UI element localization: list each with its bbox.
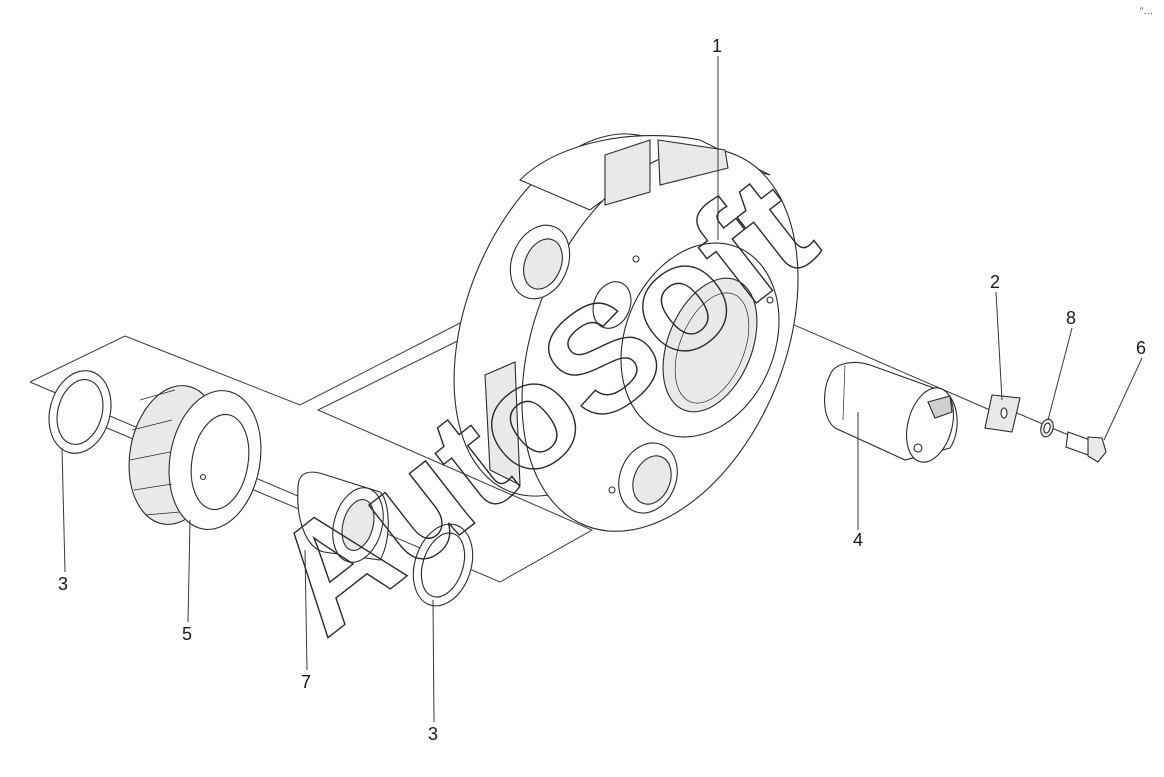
part-3-bottom-washer <box>412 523 474 607</box>
callout-leaders <box>61 56 1143 723</box>
part-4-planet-pin <box>824 361 958 463</box>
part-5-planet-gear <box>128 385 262 530</box>
callout-3-bottom: 3 <box>428 724 438 744</box>
part-1-planet-carrier <box>453 133 799 532</box>
part-6-bolt <box>1065 431 1107 463</box>
callout-5: 5 <box>182 624 192 644</box>
callout-2: 2 <box>990 272 1000 292</box>
callout-8: 8 <box>1066 308 1076 328</box>
part-7-bushing <box>297 471 389 563</box>
callout-3-left: 3 <box>58 574 68 594</box>
part-8-small-washer <box>1040 418 1054 438</box>
callout-labels: 1 2 8 6 4 3 5 7 3 <box>58 36 1146 744</box>
corner-mark: “… <box>1140 6 1153 17</box>
part-3-left-washer <box>48 370 112 454</box>
callout-4: 4 <box>853 530 863 550</box>
part-2-lock-plate <box>984 394 1021 433</box>
callout-7: 7 <box>301 672 311 692</box>
callout-1: 1 <box>712 36 722 56</box>
callout-6: 6 <box>1136 338 1146 358</box>
